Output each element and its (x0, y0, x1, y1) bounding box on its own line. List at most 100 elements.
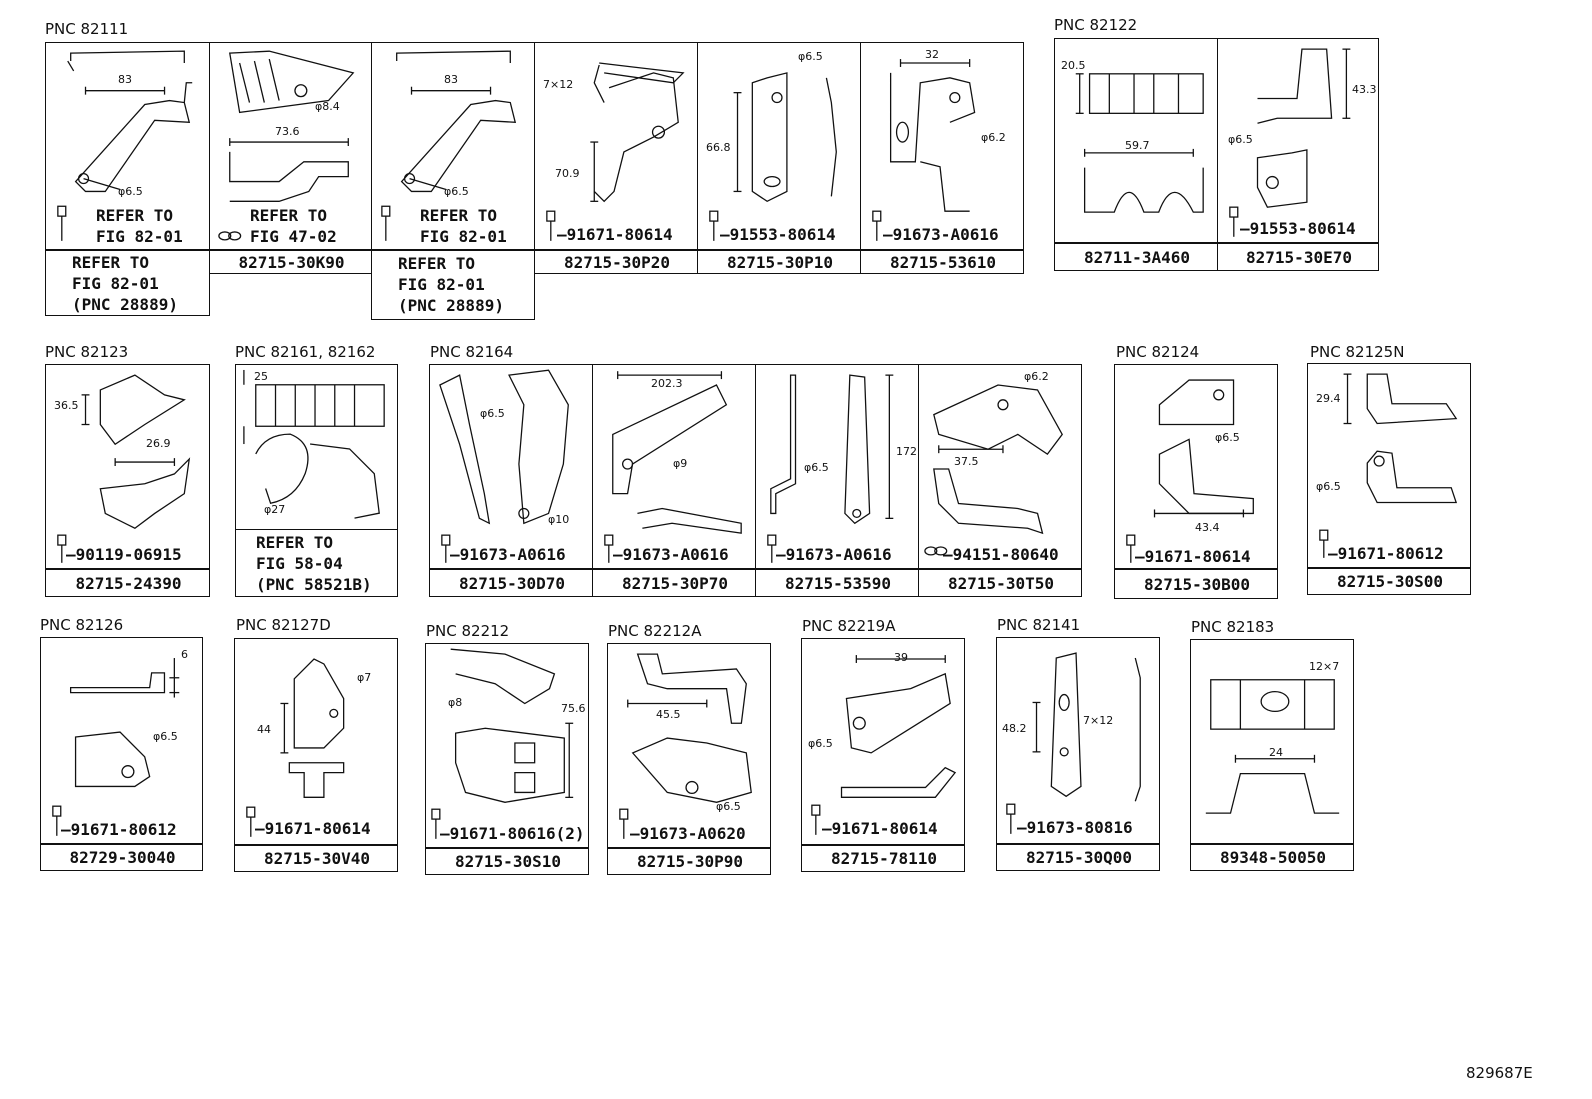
part-number: 82715-30T50 (948, 574, 1054, 593)
pnc-label: PNC 82125N (1310, 343, 1405, 361)
part-cell-82715-30P10: φ6.5 66.8 —91553-80614 (697, 42, 861, 250)
bolt-number: —91673-A0620 (630, 824, 746, 843)
part-number-box: 82711-3A460 (1054, 243, 1218, 271)
pnc-label: PNC 82141 (997, 616, 1081, 634)
bracket-drawing (1205, 679, 1340, 814)
pnc-label: PNC 82126 (40, 616, 124, 634)
dim-label: 32 (925, 48, 939, 61)
bracket-drawing (381, 50, 517, 241)
part-number: 82715-30D70 (459, 574, 565, 593)
bracket-drawing (1319, 373, 1458, 558)
dim-label: φ8 (448, 696, 463, 709)
bracket-drawing (246, 658, 345, 837)
bolt-number: —91671-80614 (255, 819, 371, 838)
dim-label: φ8.4 (315, 100, 340, 113)
pnc-label: PNC 82123 (45, 343, 129, 361)
part-cell-82715-24390: 36.5 26.9 —90119-06915 (45, 364, 210, 569)
bracket-drawing (709, 72, 837, 241)
dim-label: 37.5 (954, 455, 979, 468)
part-number: 82715-30P70 (622, 574, 728, 593)
part-number-box: 82715-30K90 (209, 250, 372, 274)
part-number-box: 82715-30S10 (425, 848, 589, 875)
bracket-drawing (1126, 379, 1254, 563)
part-cell-82711-3A460: 20.5 59.7 (1054, 38, 1218, 243)
dim-label: 83 (118, 73, 132, 86)
part-cell-refer-fig-58-04: 25 φ27 (235, 364, 398, 530)
bolt-number: —91553-80614 (1240, 219, 1356, 238)
part-number: 82715-30K90 (238, 253, 345, 272)
pnc-label: PNC 82219A (802, 617, 896, 635)
part-cell-82715-30P90: 45.5 φ6.5 —91673-A0620 (607, 643, 771, 848)
part-number-box: 82715-78110 (801, 845, 965, 872)
part-number-box: 82715-30Q00 (996, 844, 1160, 871)
dim-label: φ7 (357, 671, 372, 684)
bolt-number: —91673-A0616 (450, 545, 566, 564)
part-number-box: 82715-30D70 (429, 569, 593, 597)
dim-label: φ10 (548, 513, 570, 526)
bracket-drawing (218, 50, 355, 241)
bracket-drawing (619, 653, 752, 839)
pnc-label: PNC 82161, 82162 (235, 343, 376, 361)
part-number: 89348-50050 (1220, 848, 1326, 867)
part-cell-82715-30P20: 7×12 70.9 —91671-80614 (534, 42, 698, 250)
part-number: 82715-30S00 (1337, 572, 1443, 591)
dim-label: 43.4 (1195, 521, 1220, 534)
bolt-number: —91671-80612 (61, 820, 177, 839)
dim-label: φ6.5 (1228, 133, 1253, 146)
part-number: 82715-30P90 (637, 852, 743, 871)
pnc-label: PNC 82127D (236, 616, 331, 634)
part-cell-82715-30T50: φ6.2 37.5 —94151-80640 (918, 364, 1082, 569)
dim-label: φ6.5 (716, 800, 741, 813)
part-cell-82715-30B00: φ6.5 43.4 —91671-80614 (1114, 364, 1278, 569)
dim-label: 25 (254, 370, 268, 383)
part-number-box: 82715-53610 (860, 250, 1024, 274)
bracket-drawing (546, 62, 685, 241)
bracket-drawing (431, 648, 574, 839)
part-cell-82715-30E70: 43.3 φ6.5 —91553-80614 (1217, 38, 1379, 243)
bolt-number: —94151-80640 (943, 545, 1059, 564)
part-number-box: 82715-30P70 (592, 569, 756, 597)
part-number-box: 82715-30P20 (534, 250, 698, 274)
bracket-drawing (811, 655, 957, 835)
dim-label: 24 (1269, 746, 1283, 759)
dim-label: 83 (444, 73, 458, 86)
part-cell-82715-30S00: 29.4 φ6.5 —91671-80612 (1307, 363, 1471, 568)
dim-label: 202.3 (651, 377, 683, 390)
bracket-drawing (57, 50, 193, 241)
bolt-number: —91671-80614 (822, 819, 938, 838)
pnc-label: PNC 82212A (608, 622, 702, 640)
bracket-drawing (872, 59, 976, 241)
pnc-label: PNC 82183 (1191, 618, 1275, 636)
dim-label: 66.8 (706, 141, 731, 154)
part-cell-82729-30040: 6 φ6.5 —91671-80612 (40, 637, 203, 844)
drawing-code: 829687E (1466, 1064, 1533, 1082)
dim-label: 26.9 (146, 437, 171, 450)
dim-label: φ6.5 (1215, 431, 1240, 444)
part-cell-82715-30P70: 202.3 φ9 —91673-A0616 (592, 364, 756, 569)
bolt-number: —91671-80612 (1328, 544, 1444, 563)
part-number: 82715-30P20 (564, 253, 670, 272)
part-number-box: 82715-30E70 (1217, 243, 1379, 271)
part-number-box: 82729-30040 (40, 844, 203, 871)
dim-label: 73.6 (275, 125, 300, 138)
bolt-number: —91673-80816 (1017, 818, 1133, 837)
dim-label: 59.7 (1125, 139, 1150, 152)
part-number-box: 82715-24390 (45, 569, 210, 597)
part-cell-89348-50050: 12×7 24 (1190, 639, 1354, 844)
dim-label: φ6.5 (808, 737, 833, 750)
dim-label: 172 (896, 445, 917, 458)
bracket-drawing (924, 384, 1063, 556)
part-number: 82715-30E70 (1246, 248, 1352, 267)
dim-label: φ6.5 (798, 50, 823, 63)
bolt-number: —91553-80614 (720, 225, 836, 244)
part-cell-82715-30V40: φ7 44 —91671-80614 (234, 638, 398, 845)
pnc-label: PNC 82164 (430, 343, 514, 361)
dim-label: φ6.5 (444, 185, 469, 198)
part-number: 82715-30V40 (264, 849, 370, 868)
